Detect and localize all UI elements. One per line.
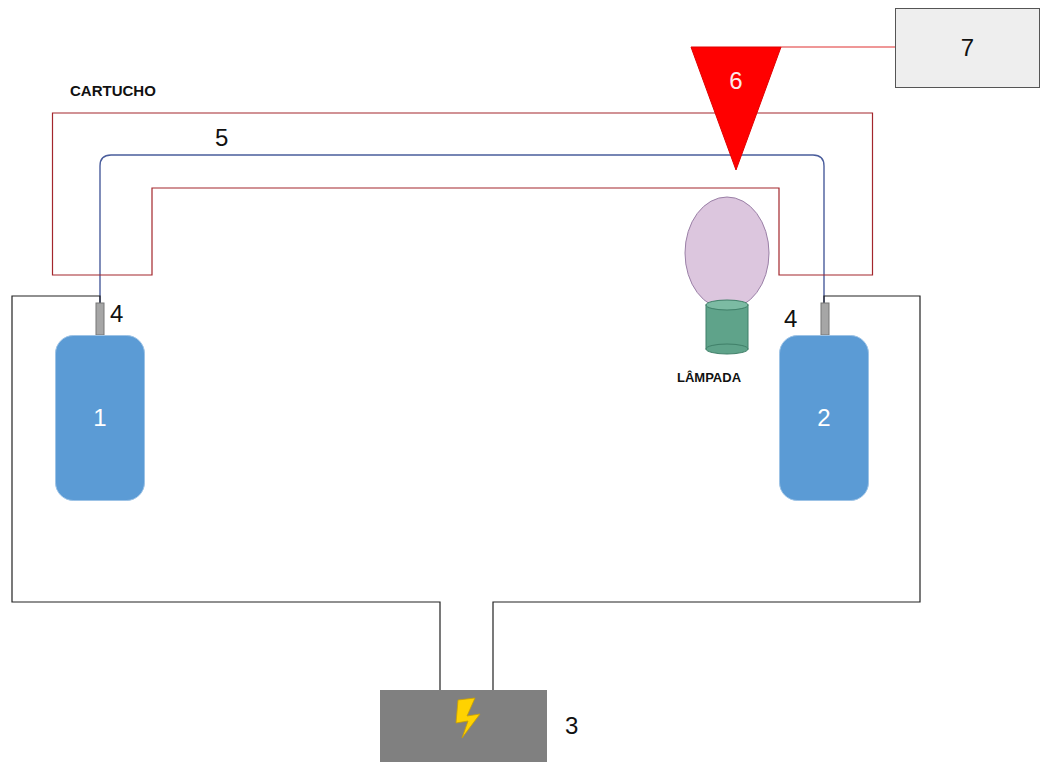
callout-number: 4	[110, 300, 123, 328]
power-wire	[12, 296, 440, 690]
power-supply: 3	[380, 690, 547, 762]
cartridge-outline	[53, 113, 873, 275]
vial: 2	[779, 335, 869, 501]
part-name: LÂMPADA	[677, 370, 741, 385]
callout-number: 2	[817, 404, 830, 432]
callout-number: 5	[215, 124, 228, 152]
lightning-symbol	[456, 698, 480, 738]
lamp-base-bottom	[706, 344, 748, 354]
data-box	[896, 9, 1040, 88]
capillary	[100, 155, 824, 335]
callout-number: 4	[784, 305, 797, 333]
callout-number: 7	[961, 34, 974, 62]
power-supply-box	[380, 690, 547, 762]
part-name: CARTUCHO	[70, 82, 156, 99]
electrode	[821, 303, 829, 335]
signal-wire	[781, 46, 895, 47]
vial-body	[780, 336, 869, 501]
power-wire	[493, 296, 920, 690]
electrode	[96, 303, 104, 335]
detector-triangle-shape	[691, 47, 781, 170]
callout-number: 3	[565, 712, 578, 740]
callout-number: 1	[93, 404, 106, 432]
callout-number: 6	[729, 67, 742, 95]
power-supply-shape	[380, 690, 547, 762]
vial: 1	[55, 335, 145, 501]
lamp-base-top	[706, 300, 748, 310]
lamp-bulb	[685, 197, 769, 309]
detector-triangle	[691, 47, 781, 170]
vial-body	[56, 336, 145, 501]
detector-triangle: 6	[691, 47, 781, 170]
data-box: 7	[895, 8, 1040, 88]
lamp-base	[706, 305, 748, 349]
